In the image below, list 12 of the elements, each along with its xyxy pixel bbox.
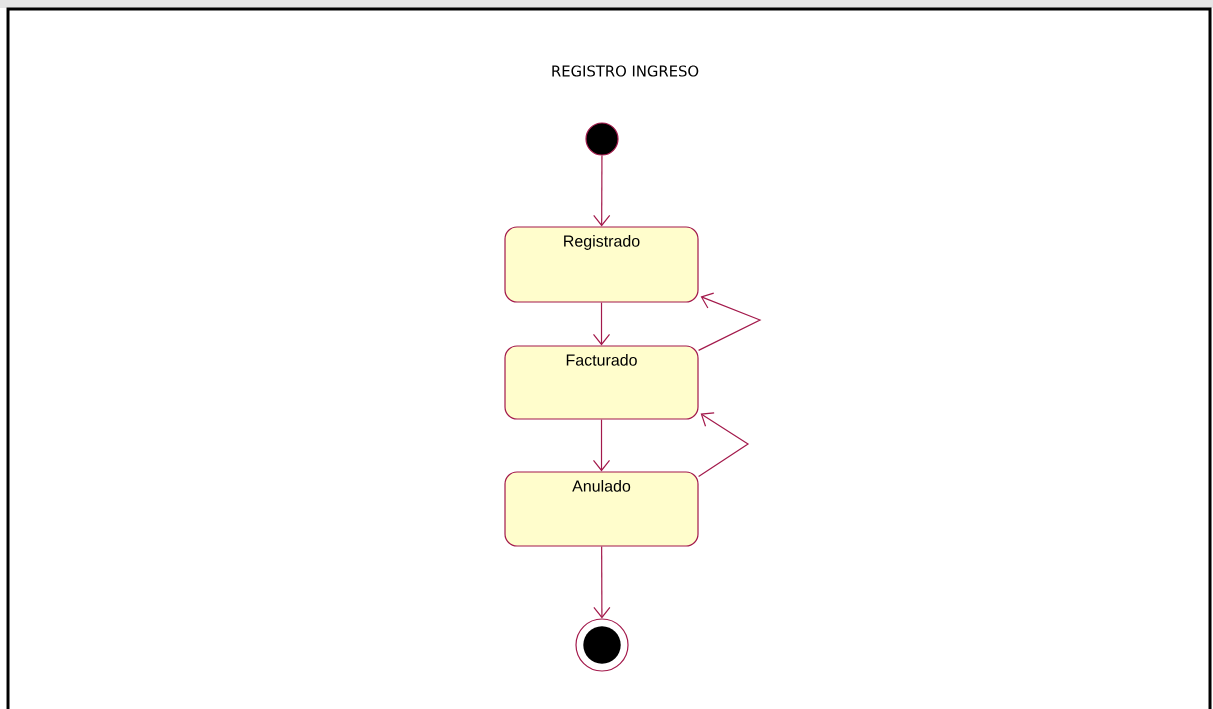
transition-arrow — [698, 412, 750, 477]
state-box: Anulado — [504, 471, 699, 547]
transition-arrow — [593, 155, 611, 227]
transition-arrow — [698, 292, 762, 351]
diagram-title: REGISTRO INGRESO — [552, 65, 699, 77]
transition-arrow — [592, 302, 611, 346]
start-dot — [585, 122, 619, 156]
transition-arrow — [592, 419, 611, 472]
state-box: Registrado — [504, 226, 699, 303]
transition-arrow — [593, 546, 611, 619]
state-box: Facturado — [504, 345, 699, 420]
end-bullseye — [575, 618, 629, 672]
